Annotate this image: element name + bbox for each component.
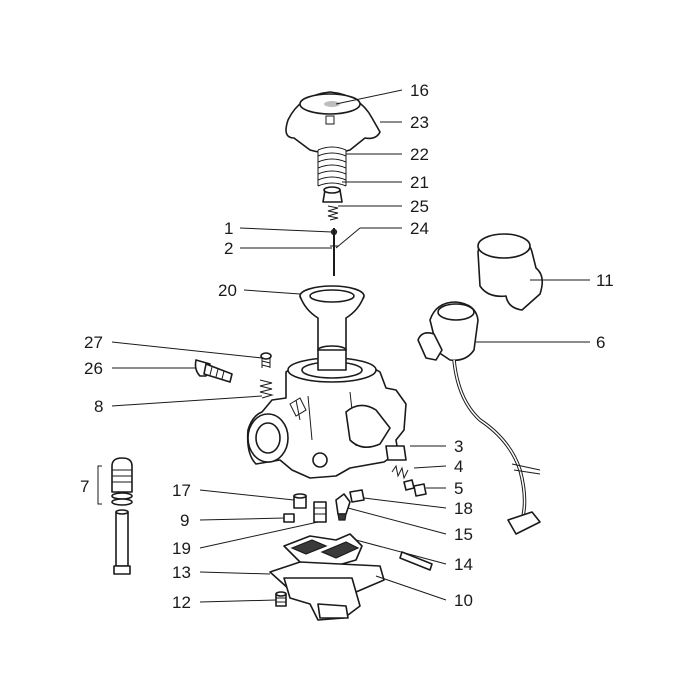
callout-20: 20 bbox=[218, 281, 237, 300]
spring-8-part bbox=[259, 379, 274, 399]
callout-15: 15 bbox=[454, 525, 473, 544]
callout-24: 24 bbox=[410, 219, 429, 238]
callout-9: 9 bbox=[180, 511, 189, 530]
callout-25: 25 bbox=[410, 197, 429, 216]
leader-lines bbox=[97, 89, 590, 603]
main-jet-part bbox=[313, 501, 327, 523]
jet-assembly-part bbox=[111, 457, 133, 575]
callout-labels: 16 23 22 21 25 1 24 2 11 20 6 27 26 8 3 … bbox=[80, 81, 614, 612]
callout-27: 27 bbox=[84, 333, 103, 352]
callout-14: 14 bbox=[454, 555, 473, 574]
float-pin-part bbox=[399, 551, 433, 571]
screw-12-part bbox=[275, 591, 287, 607]
callout-11: 11 bbox=[596, 271, 614, 290]
callout-1: 1 bbox=[224, 219, 233, 238]
callout-26: 26 bbox=[84, 359, 103, 378]
needle-part bbox=[330, 228, 338, 276]
idle-screw-parts bbox=[391, 464, 427, 497]
screw-26-part bbox=[194, 359, 233, 383]
top-cover-part bbox=[285, 91, 381, 154]
screw-27-part bbox=[260, 352, 272, 368]
float-bowl-part bbox=[269, 561, 385, 621]
callout-4: 4 bbox=[454, 457, 463, 476]
callout-3: 3 bbox=[454, 437, 463, 456]
callout-5: 5 bbox=[454, 479, 463, 498]
needle-holder-part bbox=[322, 186, 343, 203]
rubber-cap-part bbox=[477, 233, 544, 311]
callout-23: 23 bbox=[410, 113, 429, 132]
callout-18: 18 bbox=[454, 499, 473, 518]
spring-part bbox=[317, 146, 347, 187]
float-needle-part bbox=[335, 493, 351, 521]
callout-16: 16 bbox=[410, 81, 429, 100]
callout-13: 13 bbox=[172, 563, 191, 582]
callout-8: 8 bbox=[94, 397, 103, 416]
callout-21: 21 bbox=[410, 173, 429, 192]
callout-22: 22 bbox=[410, 145, 429, 164]
carburetor-body-part bbox=[246, 349, 407, 479]
callout-2: 2 bbox=[224, 239, 233, 258]
callout-17: 17 bbox=[172, 481, 191, 500]
callout-6: 6 bbox=[596, 333, 605, 352]
nut-18-part bbox=[349, 489, 365, 503]
callout-7: 7 bbox=[80, 477, 89, 496]
callout-10: 10 bbox=[454, 591, 473, 610]
small-spring-part bbox=[327, 205, 339, 221]
choke-cable-part bbox=[417, 301, 541, 535]
diaphragm-slide-part bbox=[299, 285, 365, 355]
callout-12: 12 bbox=[172, 593, 191, 612]
cylinder-17-part bbox=[293, 493, 307, 509]
jet-9-part bbox=[283, 513, 295, 523]
callout-19: 19 bbox=[172, 539, 191, 558]
